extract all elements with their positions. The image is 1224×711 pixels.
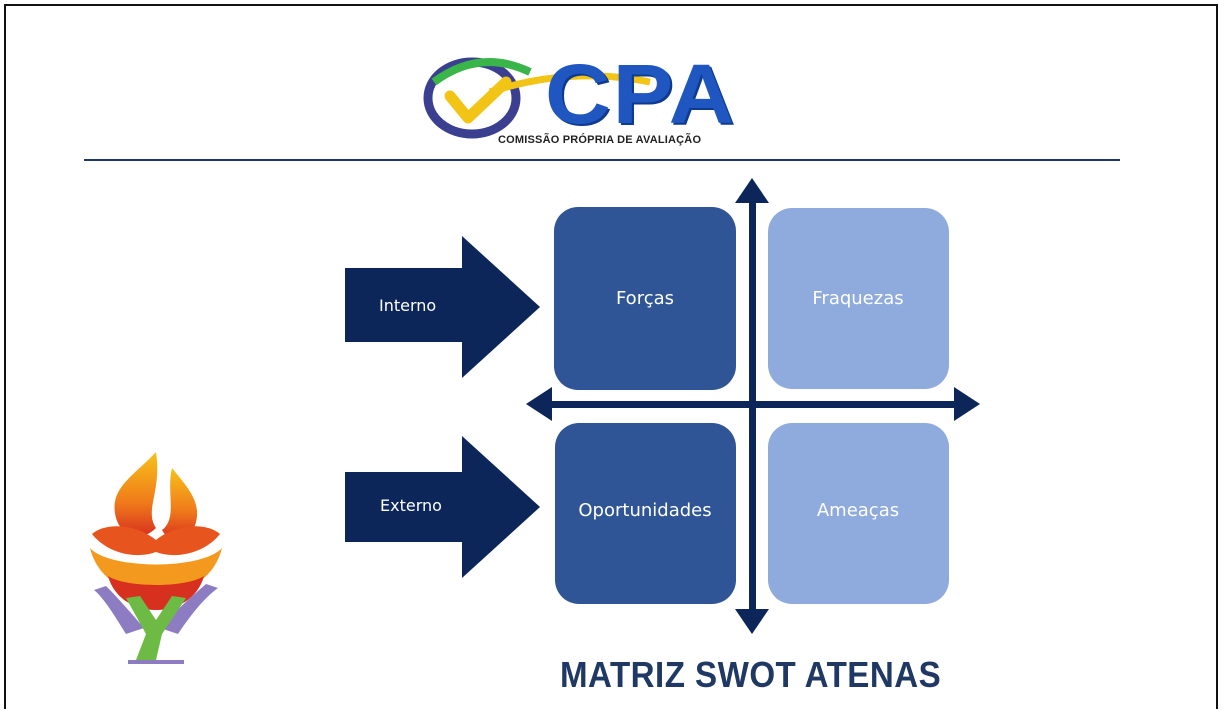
- interno-label: Interno: [379, 296, 437, 315]
- torch-logo-icon: [90, 452, 222, 664]
- vertical-axis-top-head: [735, 178, 769, 203]
- externo-label: Externo: [380, 496, 442, 515]
- forcas-label: Forças: [615, 288, 675, 309]
- quadrant-fraquezas: [768, 208, 949, 389]
- fraquezas-label: Fraquezas: [812, 288, 904, 309]
- vertical-axis: [749, 196, 756, 615]
- quadrant-oportunidades: [555, 423, 736, 604]
- header-divider: [84, 159, 1120, 161]
- oportunidades-label: Oportunidades: [578, 500, 712, 521]
- page-frame: [4, 4, 1218, 709]
- quadrant-forcas: [554, 207, 736, 390]
- horizontal-axis-right-head: [954, 387, 980, 421]
- cpa-logo-icon: [423, 57, 651, 139]
- vertical-axis-bottom-head: [735, 609, 769, 634]
- horizontal-axis-left-head: [526, 387, 552, 421]
- page-title: MATRIZ SWOT ATENAS: [560, 654, 942, 695]
- cpa-logo-subtitle: COMISSÃO PRÓPRIA DE AVALIAÇÃO: [498, 134, 702, 146]
- externo-arrow: [345, 436, 540, 578]
- ameacas-label: Ameaças: [816, 500, 900, 521]
- interno-arrow: [345, 236, 540, 378]
- quadrant-ameacas: [768, 423, 949, 604]
- cpa-logo-text: CPA: [545, 47, 737, 141]
